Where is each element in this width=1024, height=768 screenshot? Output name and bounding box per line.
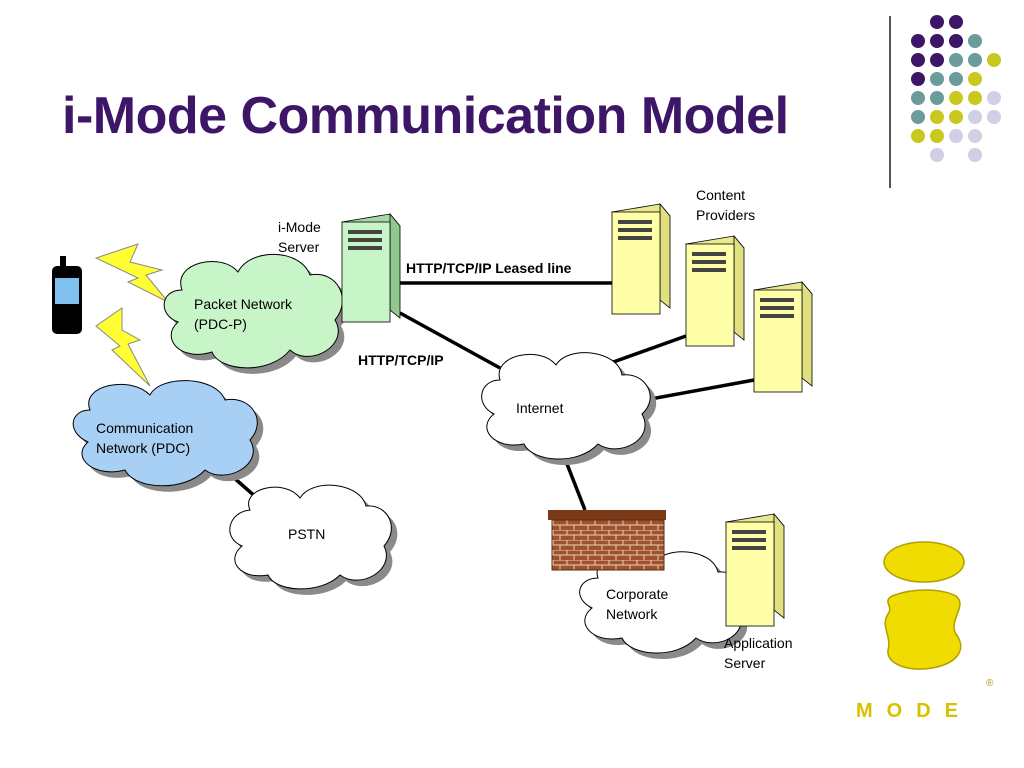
title-divider bbox=[889, 16, 891, 188]
decorative-dot bbox=[968, 34, 982, 48]
decorative-dot bbox=[930, 72, 944, 86]
internet-cloud bbox=[481, 352, 657, 466]
mobile-phone-icon bbox=[52, 256, 82, 334]
decorative-dot bbox=[968, 110, 982, 124]
decorative-dot bbox=[911, 53, 925, 67]
content-providers-label: Content Providers bbox=[696, 187, 756, 223]
lightning-bolt-icon bbox=[95, 307, 151, 387]
leased-line-label: HTTP/TCP/IP Leased line bbox=[406, 260, 572, 276]
decorative-dot bbox=[987, 110, 1001, 124]
decorative-dot bbox=[930, 91, 944, 105]
decorative-dot bbox=[930, 15, 944, 29]
decorative-dot bbox=[987, 53, 1001, 67]
internet-label: Internet bbox=[516, 400, 564, 416]
imode-server-label: i-Mode Server bbox=[278, 219, 321, 255]
decorative-dot bbox=[930, 53, 944, 67]
http-tcp-ip-label: HTTP/TCP/IP bbox=[358, 352, 444, 368]
decorative-dot bbox=[949, 53, 963, 67]
decorative-dot bbox=[930, 110, 944, 124]
application-server-icon bbox=[725, 512, 785, 627]
decorative-dot bbox=[949, 129, 963, 143]
decorative-dot-grid bbox=[911, 15, 1001, 162]
internet-to-firewall-link bbox=[565, 463, 587, 511]
slide-title: i-Mode Communication Model bbox=[62, 87, 789, 145]
application-server-label: Application Server bbox=[724, 635, 793, 671]
imode-server-icon bbox=[341, 212, 401, 323]
decorative-dot bbox=[911, 129, 925, 143]
pstn-cloud bbox=[229, 484, 398, 595]
packet-network-label: Packet Network (PDC-P) bbox=[194, 296, 293, 332]
decorative-dot bbox=[949, 72, 963, 86]
lightning-bolt-icon bbox=[94, 243, 169, 303]
decorative-dot bbox=[968, 53, 982, 67]
decorative-dot bbox=[968, 91, 982, 105]
communication-network-label: Communication Network (PDC) bbox=[96, 420, 194, 456]
content-provider-server-icon bbox=[685, 234, 745, 347]
firewall-icon bbox=[548, 510, 666, 571]
decorative-dot bbox=[968, 129, 982, 143]
decorative-dot bbox=[949, 15, 963, 29]
content-provider-server-icon bbox=[611, 202, 671, 315]
pstn-label: PSTN bbox=[288, 526, 326, 542]
internet-to-provider2-link bbox=[604, 334, 687, 367]
decorative-dot bbox=[930, 129, 944, 143]
packet-network-cloud bbox=[163, 253, 349, 374]
imode-logo: ® bbox=[883, 541, 994, 689]
decorative-dot bbox=[949, 110, 963, 124]
network-diagram bbox=[52, 202, 813, 660]
corporate-network-label: Corporate Network bbox=[606, 586, 669, 622]
decorative-dot bbox=[930, 34, 944, 48]
decorative-dot bbox=[911, 91, 925, 105]
corporate-network-cloud bbox=[579, 551, 751, 660]
imode-to-internet-link bbox=[399, 311, 501, 370]
decorative-dot bbox=[930, 148, 944, 162]
decorative-dot bbox=[949, 91, 963, 105]
imode-logo-text: MODE bbox=[856, 700, 972, 722]
decorative-dot bbox=[968, 148, 982, 162]
decorative-dot bbox=[911, 110, 925, 124]
decorative-dot bbox=[949, 34, 963, 48]
decorative-dot bbox=[911, 72, 925, 86]
communication-network-cloud bbox=[72, 380, 264, 492]
content-provider-server-icon bbox=[753, 280, 813, 393]
registered-mark: ® bbox=[986, 678, 994, 689]
decorative-dot bbox=[968, 72, 982, 86]
decorative-dot bbox=[987, 91, 1001, 105]
decorative-dot bbox=[911, 34, 925, 48]
